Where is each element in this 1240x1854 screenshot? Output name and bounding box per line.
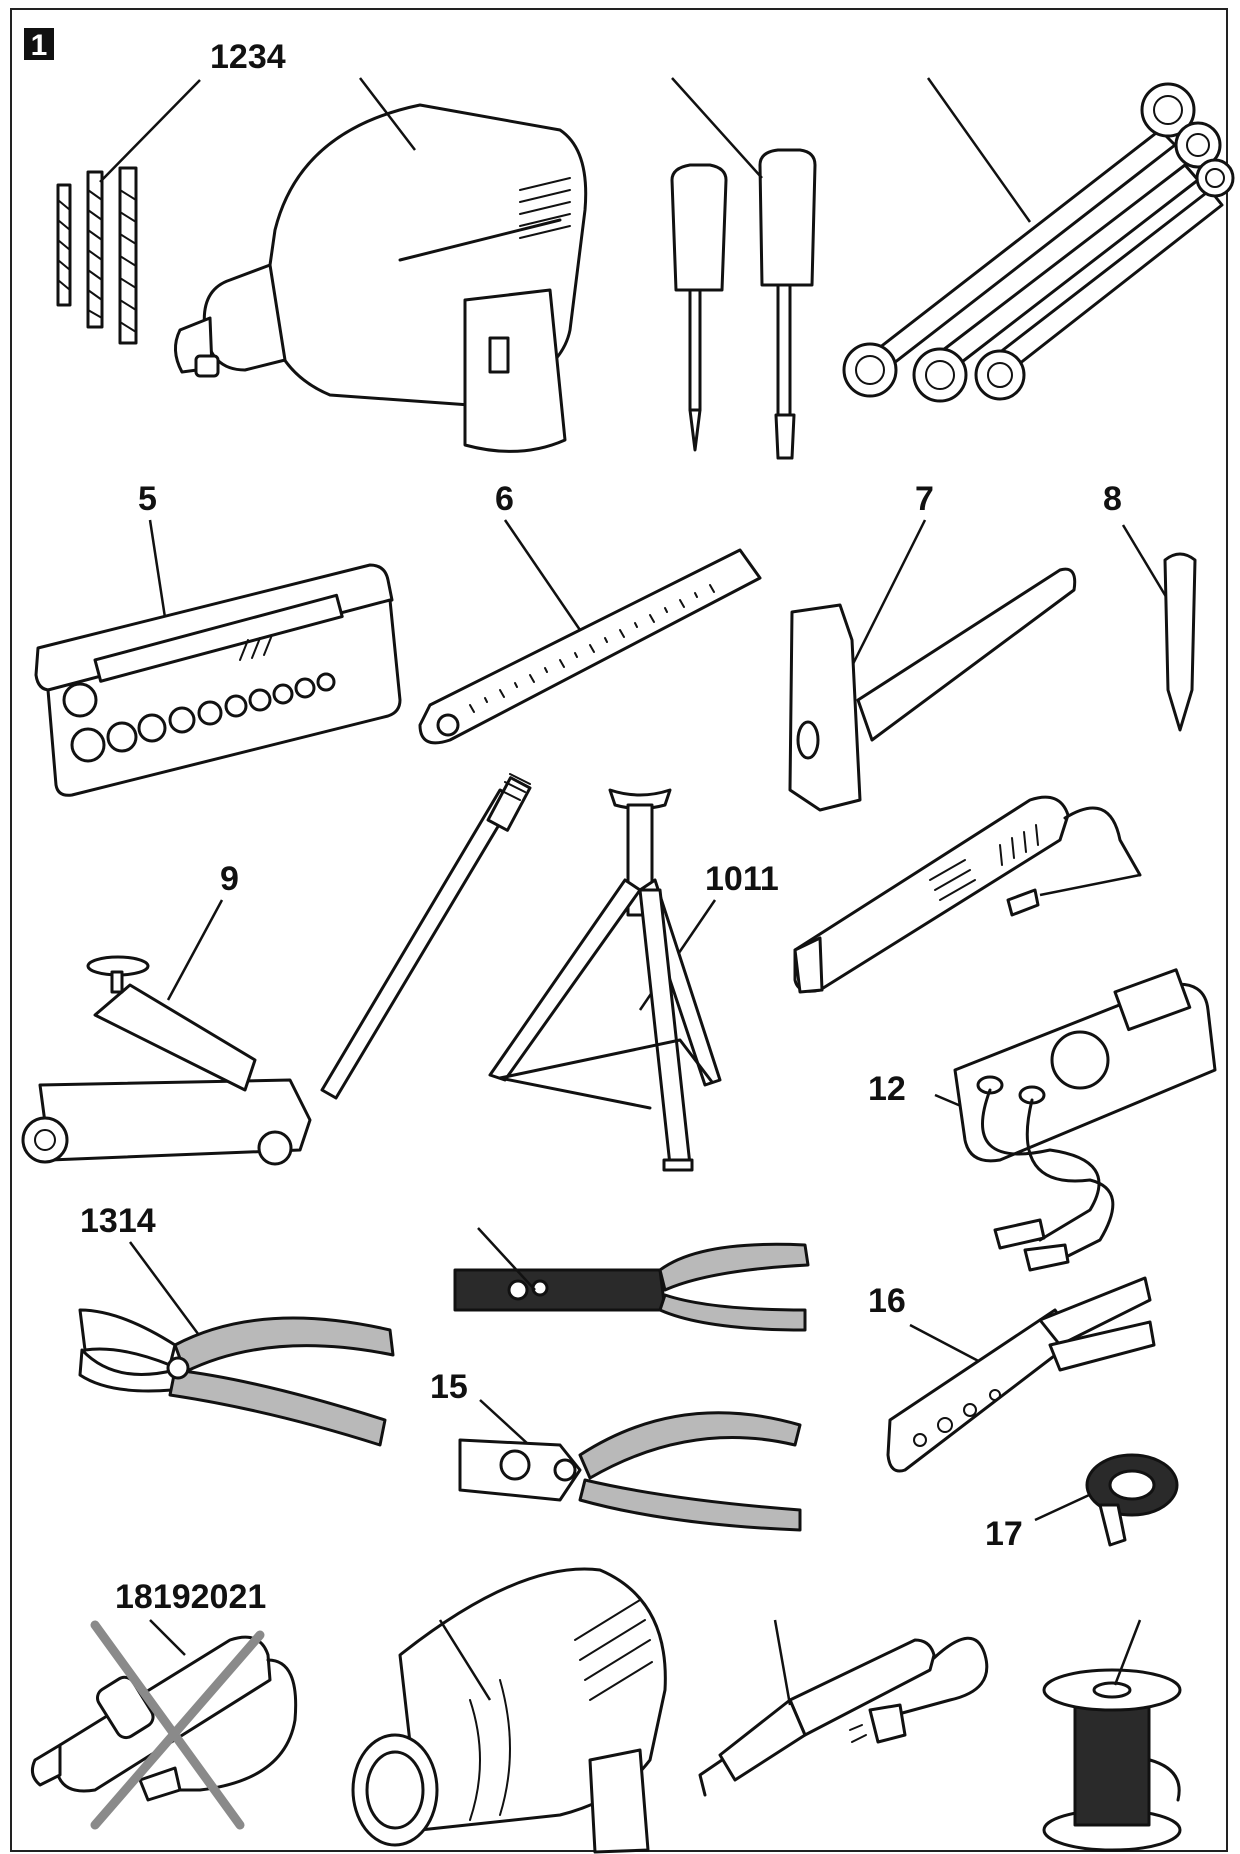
leader-ring-spanners	[926, 77, 1032, 223]
label-axle-stand: 1011	[705, 860, 779, 898]
leader-soldering-iron	[773, 1619, 792, 1706]
label-ruler: 6	[495, 480, 514, 518]
solder-spool-icon	[1042, 1668, 1182, 1852]
drill-bits-icon	[56, 166, 138, 345]
crossed-out-icon	[90, 1620, 265, 1830]
floor-jack-icon	[21, 773, 532, 1166]
axle-stand-icon	[488, 788, 722, 1172]
label-multimeter: 12	[868, 1070, 906, 1108]
probe-tool-icon	[793, 795, 1142, 994]
label-crimping-pliers: 15	[430, 1368, 468, 1406]
label-hammer: 7	[915, 480, 934, 518]
soldering-iron-icon	[698, 1636, 989, 1797]
label-insulating-tape: 17	[985, 1515, 1023, 1553]
leader-floor-jack	[166, 899, 224, 1001]
leader-test-lamp	[149, 1619, 186, 1656]
cable-cutter-icon	[453, 1227, 810, 1332]
label-floor-jack: 9	[220, 860, 239, 898]
label-test-lamp: 18192021	[115, 1578, 266, 1616]
socket-set-icon	[34, 563, 402, 797]
wire-stripper-icon	[886, 1276, 1156, 1473]
leader-heat-gun	[438, 1619, 492, 1701]
heat-gun-icon	[351, 1567, 667, 1854]
hammer-icon	[788, 567, 1077, 812]
leader-power-drill	[359, 77, 416, 151]
label-pliers: 1314	[80, 1202, 156, 1240]
label-socket-set: 5	[138, 480, 157, 518]
ruler-icon	[418, 548, 762, 745]
leader-screwdrivers	[671, 77, 763, 179]
leader-pliers	[128, 1241, 212, 1351]
ring-spanners-icon	[842, 82, 1235, 403]
crimping-pliers-icon	[458, 1411, 802, 1532]
leader-drill-bits	[99, 79, 201, 183]
leader-solder-spool	[1113, 1619, 1142, 1686]
multimeter-icon	[953, 968, 1217, 1272]
figure-badge: 1	[24, 28, 54, 62]
label-center-punch: 8	[1103, 480, 1122, 518]
label-wire-stripper: 16	[868, 1282, 906, 1320]
leader-center-punch	[1121, 524, 1170, 601]
power-drill-icon	[174, 103, 588, 453]
center-punch-icon	[1163, 552, 1197, 732]
pliers-icon	[78, 1308, 395, 1447]
leader-ruler	[503, 519, 582, 631]
screwdrivers-icon	[670, 148, 817, 460]
insulating-tape-icon	[1085, 1453, 1179, 1547]
label-drill-bits: 1234	[210, 38, 286, 76]
figure-badge-label: 1	[31, 29, 48, 62]
